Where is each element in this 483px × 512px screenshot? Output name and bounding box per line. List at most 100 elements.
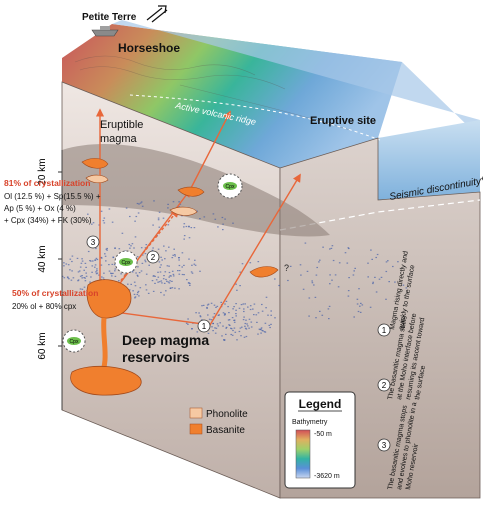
seismic-event (329, 248, 331, 250)
seismic-event (190, 227, 193, 229)
seismic-event (245, 335, 248, 338)
seismic-event (235, 313, 237, 315)
seismic-event (232, 329, 234, 332)
seismic-event (110, 273, 113, 275)
basanite-swatch (189, 423, 203, 435)
seismic-event (79, 288, 82, 290)
seismic-event (210, 319, 213, 321)
seismic-event (79, 275, 82, 277)
seismic-event (232, 308, 234, 310)
seismic-event (213, 304, 216, 306)
seismic-event (193, 227, 196, 229)
seismic-event (165, 278, 167, 281)
seismic-event (330, 247, 333, 249)
legend-title: Legend (299, 397, 342, 411)
petite-terre-label: Petite Terre (82, 12, 137, 23)
seismic-event (144, 253, 147, 255)
seismic-event (145, 273, 148, 275)
seismic-event (361, 304, 364, 306)
seismic-event (244, 327, 247, 329)
seismic-event (227, 319, 230, 321)
seismic-event (231, 334, 234, 336)
seismic-event (140, 201, 143, 203)
seismic-event (239, 271, 242, 273)
seismic-event (236, 339, 238, 341)
seismic-event (347, 290, 350, 292)
seismic-event (104, 255, 107, 257)
seismic-event (230, 333, 232, 336)
petite-terre-icon (91, 26, 119, 37)
seismic-event (260, 332, 262, 334)
seismic-event (129, 247, 131, 249)
seismic-event (215, 327, 218, 329)
seismic-event (81, 275, 83, 277)
seismic-event (378, 278, 381, 280)
seismic-event (235, 283, 237, 285)
seismic-event (166, 280, 168, 282)
moho-magma-lens (249, 266, 279, 278)
seismic-event (186, 279, 188, 281)
seismic-event (300, 274, 302, 276)
seismic-event (238, 307, 241, 309)
seismic-event (387, 260, 389, 262)
seismic-event (153, 200, 155, 202)
seismic-event (225, 326, 228, 328)
seismic-event (118, 280, 120, 282)
seismic-event (385, 270, 388, 273)
seismic-event (202, 304, 205, 306)
seismic-event (158, 226, 161, 228)
seismic-event (274, 317, 276, 319)
eruptible-magma-lens-3 (177, 186, 205, 197)
seismic-event (214, 218, 217, 220)
seismic-event (328, 305, 331, 307)
seismic-event (136, 202, 139, 205)
seismic-event (246, 323, 248, 325)
question-mark: ? (284, 263, 289, 273)
seismic-event (76, 257, 79, 259)
seismic-event (315, 317, 317, 319)
seismic-event (89, 260, 91, 262)
seismic-event (83, 277, 85, 279)
seismic-event (85, 275, 88, 277)
seismic-event (250, 321, 253, 323)
seismic-event (105, 248, 108, 250)
seismic-event (178, 205, 180, 208)
seismic-event (161, 282, 163, 284)
rock-type-legend: Phonolite Basanite (189, 407, 248, 436)
seismic-event (212, 316, 214, 318)
seismic-event (139, 287, 142, 289)
seismic-event (222, 229, 224, 231)
seismic-event (230, 327, 232, 329)
seismic-event (111, 263, 114, 265)
seismic-event (268, 324, 271, 326)
seismic-event (221, 216, 224, 219)
seismic-event (78, 270, 81, 272)
seismic-event (91, 271, 93, 273)
north-arrow-icon (146, 5, 168, 23)
seismic-event (181, 215, 183, 217)
seismic-event (90, 276, 92, 278)
seismic-event (195, 312, 197, 314)
seismic-event (121, 232, 124, 234)
seismic-event (191, 264, 193, 266)
seismic-event (380, 276, 383, 278)
seismic-event (168, 265, 170, 267)
seismic-event (222, 312, 225, 314)
seismic-event (157, 276, 160, 278)
seismic-event (244, 322, 247, 325)
seismic-event (376, 253, 379, 256)
seismic-event (372, 282, 374, 285)
marker-1-text: 1 (202, 322, 207, 331)
seismic-event (228, 312, 230, 314)
seismic-event (212, 213, 215, 215)
seismic-event (85, 266, 87, 268)
seismic-event (84, 280, 87, 282)
seismic-event (308, 315, 310, 317)
seismic-event (95, 273, 98, 275)
seismic-event (304, 242, 307, 244)
seismic-event (264, 331, 267, 333)
seismic-event (220, 301, 222, 303)
seismic-event (162, 278, 165, 280)
seismic-event (167, 224, 170, 226)
